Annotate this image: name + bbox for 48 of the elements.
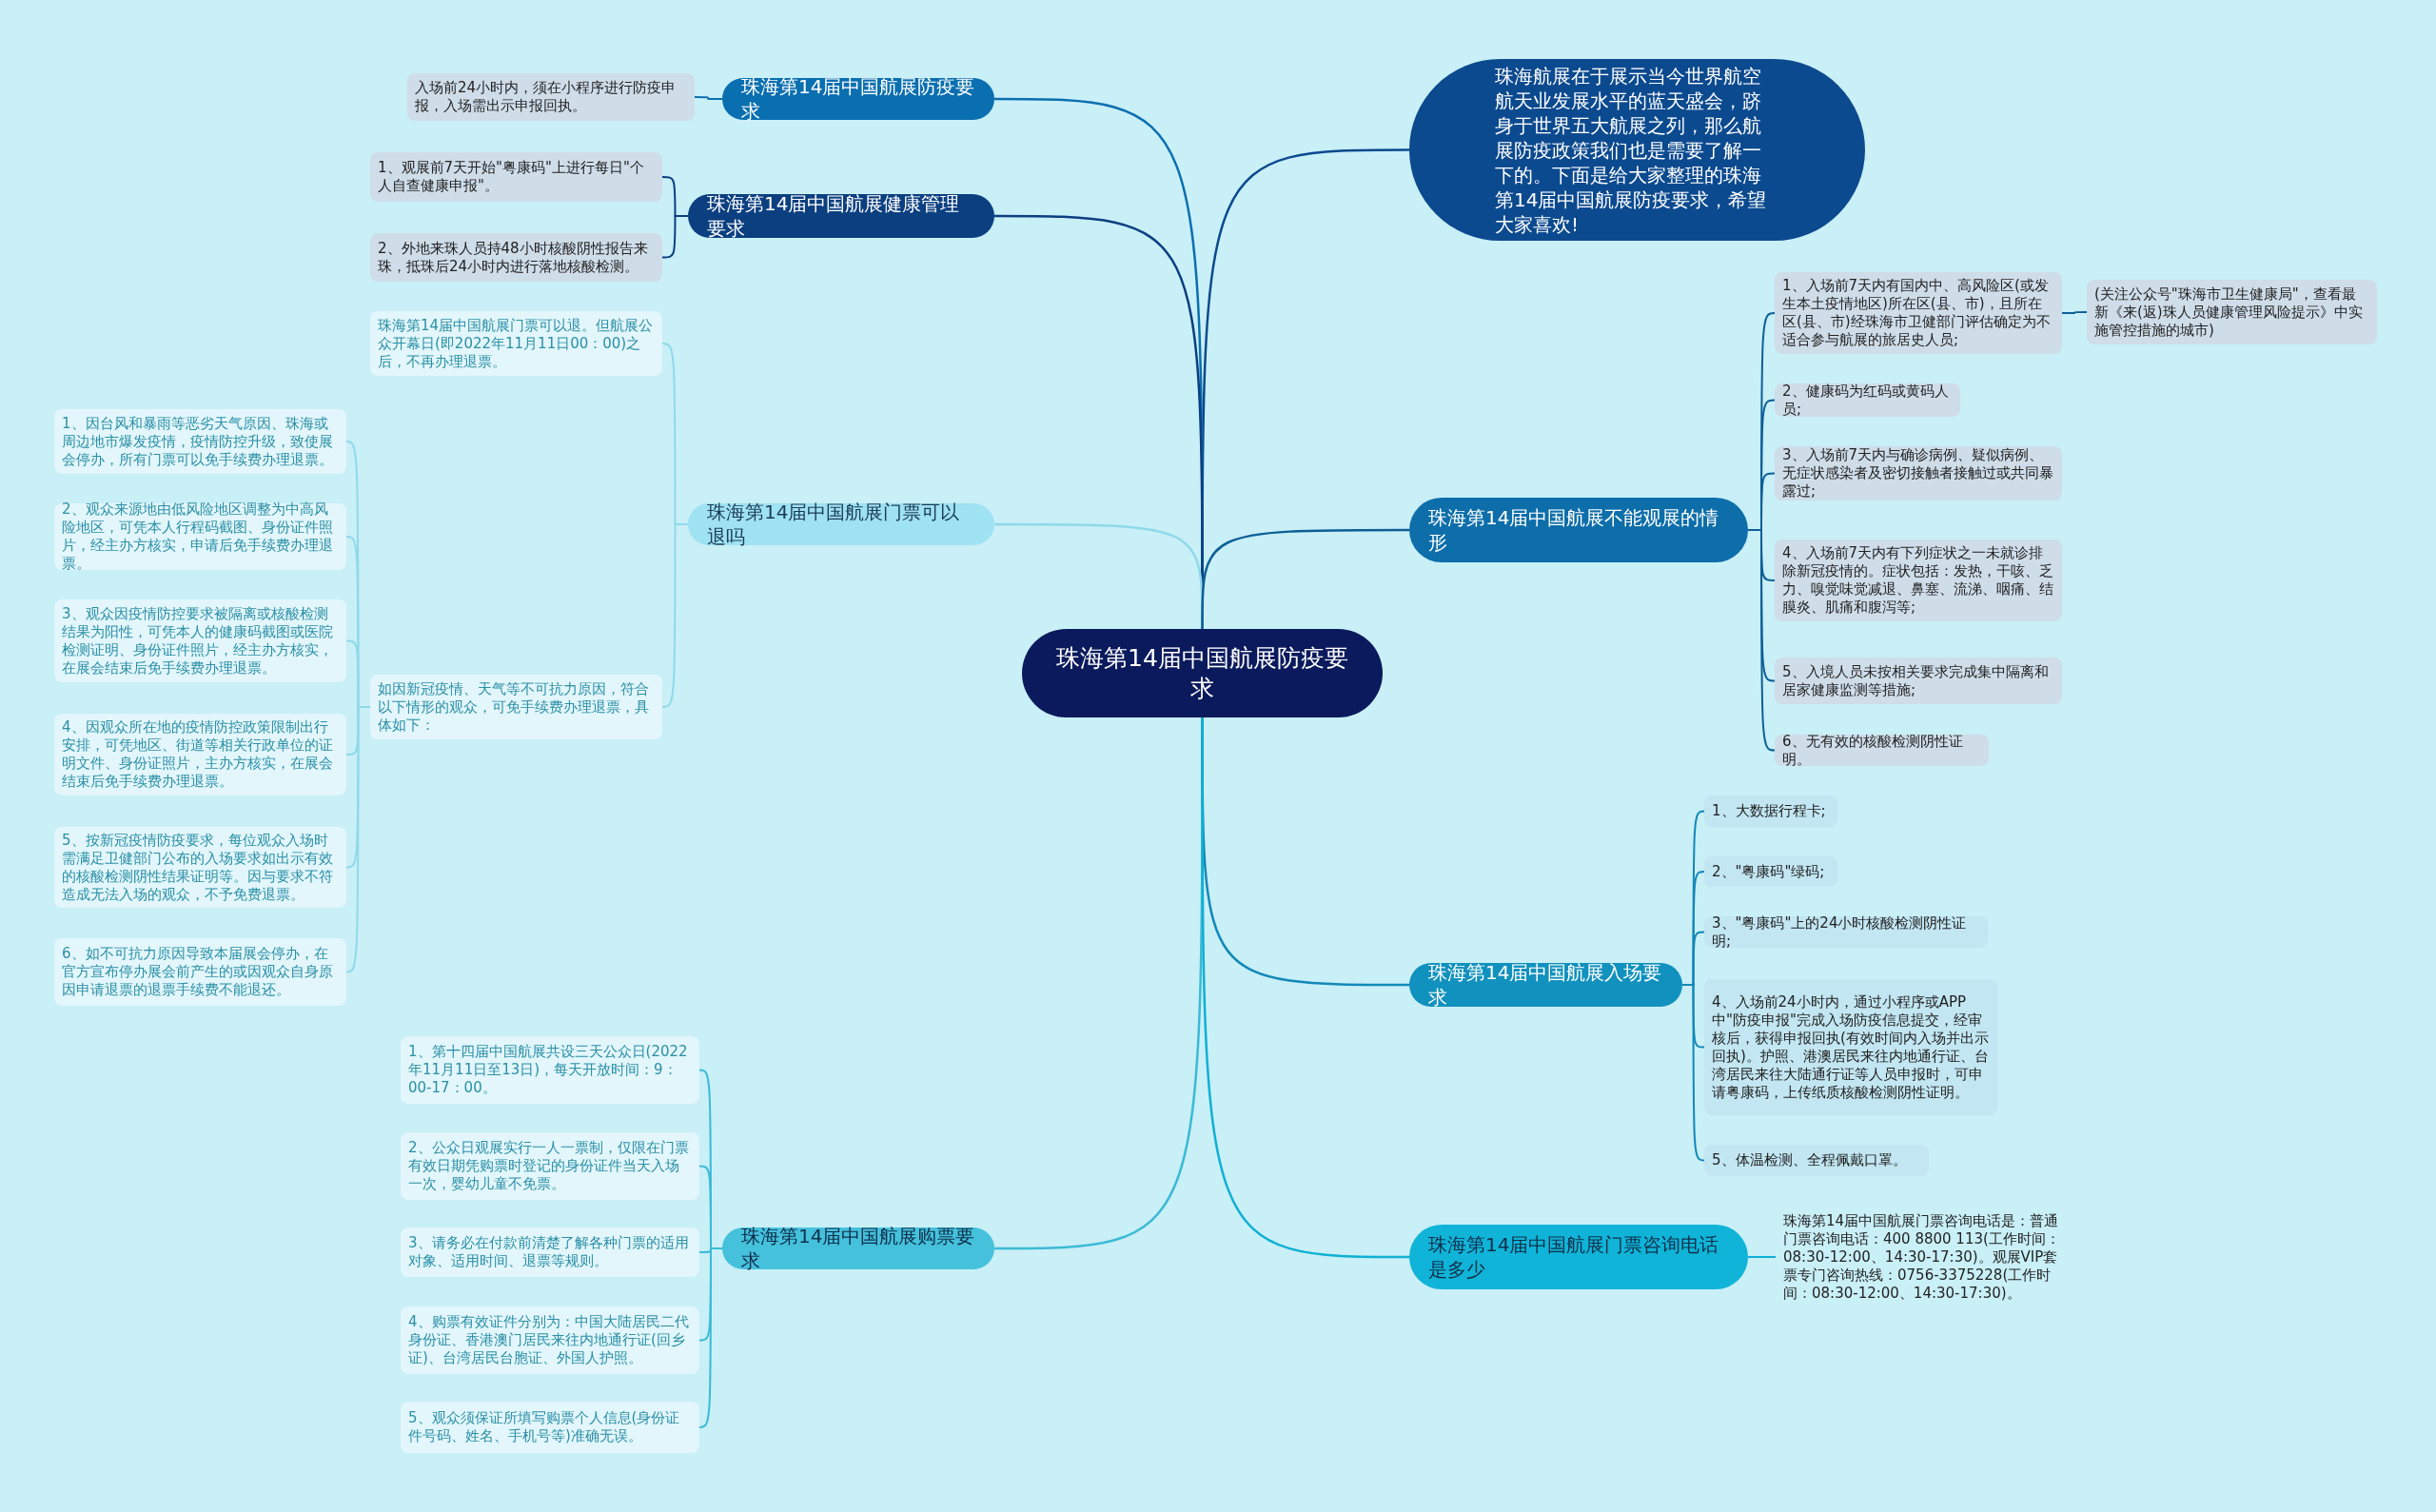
branch-topic-box: 珠海第14届中国航展购票要求 — [722, 1227, 994, 1269]
subtopic-box: 4、因观众所在地的疫情防控政策限制出行安排，可凭地区、街道等相关行政单位的证明文件、身份证照片，主办方核实，在展会结束后免手续费办理退票。 — [54, 714, 346, 795]
subtopic-box: 1、观展前7天开始"粤康码"上进行每日"个人自查健康申报"。 — [370, 152, 662, 202]
subtopic-box: 1、因台风和暴雨等恶劣天气原因、珠海或周边地市爆发疫情，疫情防控升级，致使展会停办，所有门票可以免手续费办理退票。 — [54, 409, 346, 474]
subtopic-text: 珠海第14届中国航展门票咨询电话是：普通门票咨询电话：400 8800 113(工作时间：08:30-12:00、14:30-17:30)。观展VIP套票专门咨询热线：0756-3375228(工作时间：08:30-12:00、14:30-17:30)。 — [1776, 1207, 2071, 1307]
subtopic-box: 6、无有效的核酸检测阴性证明。 — [1775, 735, 1989, 766]
intro-bubble: 珠海航展在于展示当今世界航空航天业发展水平的蓝天盛会，跻身于世界五大航展之列，那么航展防疫政策我们也是需要了解一下的。下面是给大家整理的珠海第14届中国航展防疫要求，希望大家喜欢! — [1409, 59, 1865, 241]
branch-topic-box: 珠海第14届中国航展门票可以退吗 — [688, 503, 994, 545]
subtopic-box: 6、如不可抗力原因导致本届展会停办，在官方宣布停办展会前产生的或因观众自身原因申请退票的退票手续费不能退还。 — [54, 938, 346, 1006]
connector-line — [1681, 984, 1705, 1162]
subtopic-box: 2、公众日观展实行一人一票制，仅限在门票有效日期凭购票时登记的身份证件当天入场一次，婴幼儿童不免票。 — [401, 1132, 699, 1200]
subtopic-box: 4、购票有效证件分别为：中国大陆居民二代身份证、香港澳门居民来往内地通行证(回乡证)、台湾居民台胞证、外国人护照。 — [401, 1306, 699, 1374]
subtopic-box: 3、"粤康码"上的24小时核酸检测阴性证明; — [1704, 916, 1988, 948]
subtopic-box: 2、"粤康码"绿码; — [1704, 856, 1837, 887]
subtopic-box: 4、入场前24小时内，通过小程序或APP中"防疫申报"完成入场防疫信息提交，经审核后，获得申报回执(有效时间内入场并出示回执)。护照、港澳居民来往内地通行证、台湾居民来往大陆通行证等人员申报时，可申请粤康码，上传纸质核酸检测阴性证明。 — [1704, 979, 1997, 1115]
connector-line — [694, 96, 723, 100]
subtopic-box: (关注公众号"珠海市卫生健康局"，查看最新《来(返)珠人员健康管理风险提示》中实施管控措施的城市) — [2087, 280, 2377, 344]
subtopic-box: 5、体温检测、全程佩戴口罩。 — [1704, 1145, 1929, 1176]
connector-line — [345, 706, 371, 973]
subtopic-box: 1、大数据行程卡; — [1704, 795, 1837, 827]
connector-line — [661, 523, 689, 708]
subtopic-box: 5、观众须保证所填写购票个人信息(身份证件号码、姓名、手机号等)准确无误。 — [401, 1402, 699, 1453]
subtopic-box: 如因新冠疫情、天气等不可抗力原因，符合以下情形的观众，可免手续费办理退票，具体如下： — [370, 675, 662, 739]
connector-line — [1747, 1256, 1777, 1258]
connector-line — [698, 1247, 723, 1428]
branch-topic-box: 珠海第14届中国航展不能观展的情形 — [1409, 498, 1748, 562]
connector-line — [2061, 311, 2088, 314]
subtopic-box: 2、观众来源地由低风险地区调整为中高风险地区，可凭本人行程码截图、身份证件照片，经主办方核实，申请后免手续费办理退票。 — [54, 503, 346, 570]
subtopic-box: 入场前24小时内，须在小程序进行防疫申报，入场需出示申报回执。 — [407, 73, 695, 121]
subtopic-box: 4、入场前7天内有下列症状之一未就诊排除新冠疫情的。症状包括：发热，干咳、乏力、嗅觉味觉减退、鼻塞、流涕、咽痛、结膜炎、肌痛和腹泻等; — [1775, 540, 2062, 621]
subtopic-box: 1、第十四届中国航展共设三天公众日(2022年11月11日至13日)，每天开放时间：9：00-17：00。 — [401, 1036, 699, 1104]
subtopic-box: 2、外地来珠人员持48小时核酸阴性报告来珠，抵珠后24小时内进行落地核酸检测。 — [370, 233, 662, 282]
subtopic-box: 3、观众因疫情防控要求被隔离或核酸检测结果为阳性，可凭本人的健康码截图或医院检测证明、身份证件照片，经主办方核实，在展会结束后免手续费办理退票。 — [54, 599, 346, 682]
subtopic-box: 3、请务必在付款前清楚了解各种门票的适用对象、适用时间、退票等规则。 — [401, 1227, 699, 1277]
subtopic-box: 1、入场前7天内有国内中、高风险区(或发生本土疫情地区)所在区(县、市)，且所在区(县、市)经珠海市卫健部门评估确定为不适合参与航展的旅居史人员; — [1775, 272, 2062, 354]
subtopic-box: 3、入场前7天内与确诊病例、疑似病例、无症状感染者及密切接触者接触过或共同暴露过; — [1775, 446, 2062, 501]
connector-line — [661, 215, 689, 259]
branch-topic-box: 珠海第14届中国航展门票咨询电话是多少 — [1409, 1225, 1748, 1289]
subtopic-box: 5、按新冠疫情防疫要求，每位观众入场时需满足卫健部门公布的入场要求如出示有效的核酸检测阴性结果证明等。因与要求不符造成无法入场的观众，不予免费退票。 — [54, 827, 346, 908]
connector-line — [1201, 717, 1409, 1259]
branch-topic-box: 珠海第14届中国航展入场要求 — [1409, 963, 1682, 1007]
branch-topic-box: 珠海第14届中国航展防疫要求 — [722, 78, 994, 120]
branch-topic-box: 珠海第14届中国航展健康管理要求 — [688, 194, 994, 238]
subtopic-box: 2、健康码为红码或黄码人员; — [1775, 383, 1960, 417]
connector-line — [1201, 528, 1409, 629]
subtopic-box: 珠海第14届中国航展门票可以退。但航展公众开幕日(即2022年11月11日00：00)之后，不再办理退票。 — [370, 311, 662, 376]
central-topic-box: 珠海第14届中国航展防疫要求 — [1022, 629, 1383, 717]
subtopic-box: 5、入境人员未按相关要求完成集中隔离和居家健康监测等措施; — [1775, 658, 2062, 704]
